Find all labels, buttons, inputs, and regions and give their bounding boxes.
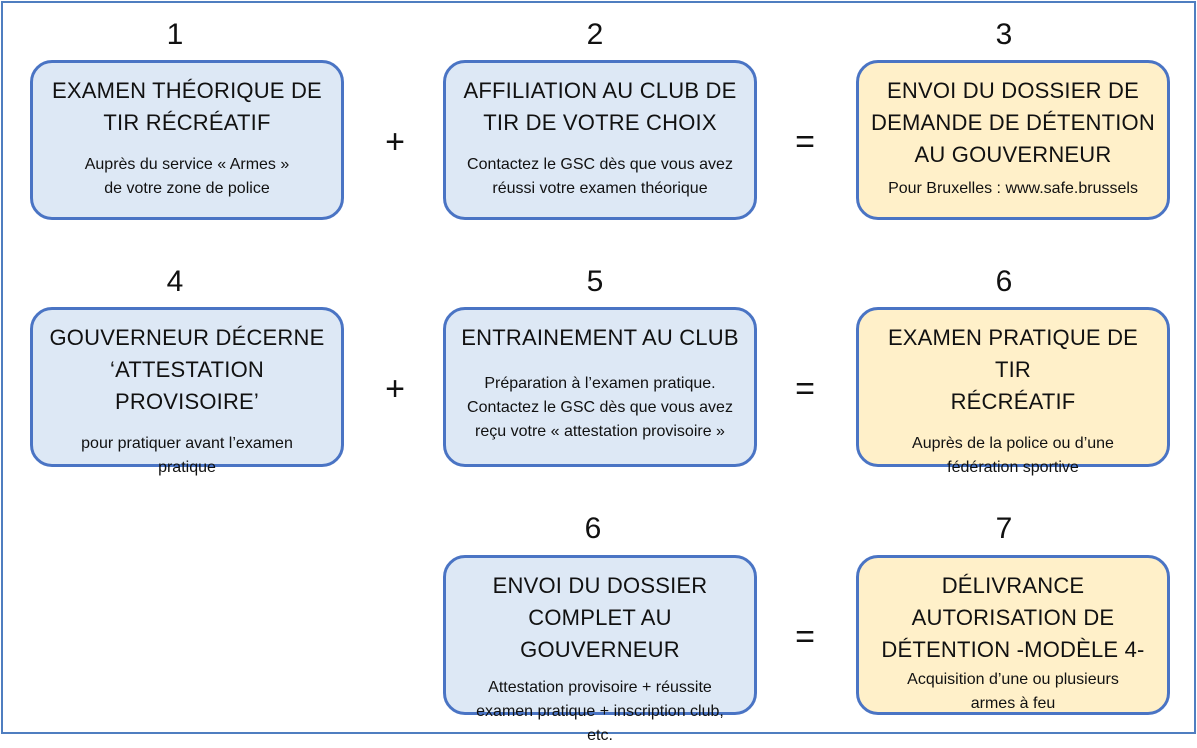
step-5-box: ENTRAINEMENT AU CLUB Préparation à l’exa…: [443, 307, 757, 467]
step-3-box: ENVOI DU DOSSIER DE DEMANDE DE DÉTENTION…: [856, 60, 1170, 220]
step-4-title: GOUVERNEUR DÉCERNE ‘ATTESTATION PROVISOI…: [49, 325, 325, 414]
equals-operator-row-3: =: [795, 618, 815, 656]
plus-operator-row-1: +: [385, 123, 405, 161]
equals-operator-row-1: =: [795, 123, 815, 161]
step-7-title: DÉLIVRANCE AUTORISATION DE DÉTENTION -MO…: [881, 573, 1145, 662]
step-3-number: 3: [995, 18, 1013, 51]
step-2-description: Contactez le GSC dès que vous avez réuss…: [467, 156, 733, 197]
step-6b-title: ENVOI DU DOSSIER COMPLET AU GOUVERNEUR: [492, 573, 708, 662]
step-1-box: EXAMEN THÉORIQUE DE TIR RÉCRÉATIF Auprès…: [30, 60, 344, 220]
step-6-box: EXAMEN PRATIQUE DE TIR RÉCRÉATIF Auprès …: [856, 307, 1170, 476]
diagram-frame: [1, 1, 1196, 734]
step-1-description: Auprès du service « Armes » de votre zon…: [84, 156, 290, 197]
step-4-description: pour pratiquer avant l’examen pratique: [81, 435, 293, 476]
step-5-title: ENTRAINEMENT AU CLUB: [461, 325, 739, 350]
step-4-box: GOUVERNEUR DÉCERNE ‘ATTESTATION PROVISOI…: [30, 307, 344, 476]
step-1-title: EXAMEN THÉORIQUE DE TIR RÉCRÉATIF: [52, 78, 322, 135]
step-6-number: 6: [995, 265, 1013, 298]
step-6-description: Auprès de la police ou d’une fédération …: [912, 435, 1114, 476]
step-6-title: EXAMEN PRATIQUE DE TIR RÉCRÉATIF: [887, 325, 1139, 414]
equals-operator-row-2: =: [795, 370, 815, 408]
step-5-description: Préparation à l’examen pratique. Contact…: [467, 375, 733, 440]
step-3-title: ENVOI DU DOSSIER DE DEMANDE DE DÉTENTION…: [871, 78, 1155, 167]
step-6b-description: Attestation provisoire + réussite examen…: [476, 679, 724, 744]
plus-operator-row-2: +: [385, 370, 405, 408]
step-2-title: AFFILIATION AU CLUB DE TIR DE VOTRE CHOI…: [463, 78, 737, 135]
step-6b-box: ENVOI DU DOSSIER COMPLET AU GOUVERNEUR A…: [443, 555, 757, 744]
step-7-box: DÉLIVRANCE AUTORISATION DE DÉTENTION -MO…: [856, 555, 1170, 715]
step-1-number: 1: [166, 18, 184, 51]
step-2-number: 2: [586, 18, 604, 51]
step-6b-number: 6: [584, 512, 602, 545]
step-4-number: 4: [166, 265, 184, 298]
step-2-box: AFFILIATION AU CLUB DE TIR DE VOTRE CHOI…: [443, 60, 757, 220]
step-3-description: Pour Bruxelles : www.safe.brussels: [888, 180, 1138, 197]
step-7-number: 7: [995, 512, 1013, 545]
step-5-number: 5: [586, 265, 604, 298]
step-7-description: Acquisition d’une ou plusieurs armes à f…: [907, 671, 1119, 712]
